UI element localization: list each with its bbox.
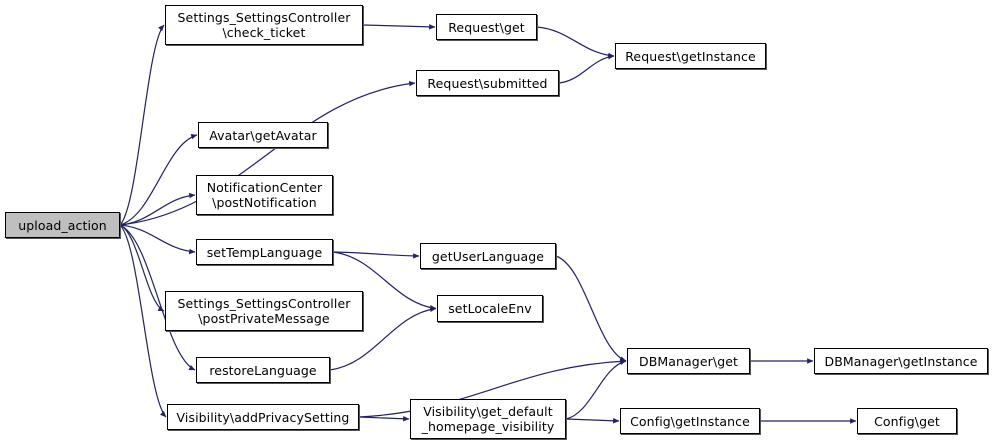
graph-node-label: Settings_SettingsController \postPrivate… [177, 296, 351, 326]
graph-edge-upload_action-to-avatar_getAvatar [119, 133, 198, 226]
graph-node-setTempLanguage[interactable]: setTempLanguage [196, 239, 333, 265]
graph-node-request_get[interactable]: Request\get [436, 14, 537, 40]
graph-node-label: DBManager\get [638, 353, 739, 369]
graph-node-addPrivacySetting[interactable]: Visibility\addPrivacySetting [167, 404, 359, 430]
graph-edge-request_get-to-request_getInstance [536, 26, 615, 59]
graph-node-label: Visibility\get_default _homepage_visibil… [421, 404, 555, 434]
graph-node-label: getUserLanguage [431, 248, 545, 264]
graph-node-label: Request\getInstance [625, 48, 756, 64]
graph-node-check_ticket[interactable]: Settings_SettingsController \check_ticke… [165, 5, 363, 45]
graph-node-upload_action[interactable]: upload_action [5, 212, 120, 238]
graph-node-config_get[interactable]: Config\get [857, 408, 957, 434]
graph-edge-upload_action-to-postPrivateMessage [119, 224, 165, 312]
graph-node-restoreLanguage[interactable]: restoreLanguage [196, 357, 330, 383]
graph-node-getUserLanguage[interactable]: getUserLanguage [420, 243, 556, 269]
graph-node-request_submitted[interactable]: Request\submitted [416, 70, 559, 96]
graph-edge-check_ticket-to-request_get [362, 24, 436, 30]
graph-node-postPrivateMessage[interactable]: Settings_SettingsController \postPrivate… [165, 291, 363, 331]
graph-node-dbmanager_getInstance[interactable]: DBManager\getInstance [814, 348, 988, 374]
graph-node-config_getInstance[interactable]: Config\getInstance [620, 408, 760, 434]
graph-node-avatar_getAvatar[interactable]: Avatar\getAvatar [198, 122, 328, 148]
graph-node-dbmanager_get[interactable]: DBManager\get [627, 348, 750, 374]
graph-node-label: DBManager\getInstance [824, 353, 978, 369]
graph-node-label: Visibility\addPrivacySetting [176, 409, 350, 425]
graph-node-setLocaleEnv[interactable]: setLocaleEnv [437, 295, 543, 322]
graph-node-label: Request\get [448, 19, 525, 35]
graph-node-label: NotificationCenter \postNotification [206, 180, 323, 210]
graph-node-label: Config\getInstance [630, 413, 750, 429]
graph-node-label: restoreLanguage [209, 362, 317, 378]
graph-edge-upload_action-to-check_ticket [119, 24, 165, 226]
graph-edge-getUserLanguage-to-dbmanager_get [555, 255, 627, 362]
graph-node-label: Settings_SettingsController \check_ticke… [177, 10, 351, 40]
graph-edge-setTempLanguage-to-getUserLanguage [332, 251, 420, 259]
graph-node-label: Avatar\getAvatar [209, 127, 317, 143]
graph-edge-upload_action-to-addPrivacySetting [119, 224, 167, 418]
graph-node-label: upload_action [18, 217, 107, 233]
graph-node-request_getInstance[interactable]: Request\getInstance [615, 43, 766, 69]
graph-node-label: setTempLanguage [206, 244, 323, 260]
graph-edge-get_default_homepage-to-config_getInstance [565, 418, 620, 424]
graph-edge-addPrivacySetting-to-get_default_homepage [358, 416, 410, 422]
graph-edge-upload_action-to-setTempLanguage [119, 224, 196, 255]
graph-node-label: setLocaleEnv [448, 301, 532, 316]
graph-edge-get_default_homepage-to-dbmanager_get [565, 359, 627, 420]
graph-edge-request_submitted-to-request_getInstance [558, 53, 615, 84]
graph-edge-upload_action-to-postNotification [119, 192, 196, 226]
graph-node-label: Config\get [874, 413, 940, 429]
graph-node-label: Request\submitted [427, 75, 548, 91]
graph-node-postNotification[interactable]: NotificationCenter \postNotification [196, 175, 333, 215]
graph-node-get_default_homepage[interactable]: Visibility\get_default _homepage_visibil… [410, 399, 566, 439]
